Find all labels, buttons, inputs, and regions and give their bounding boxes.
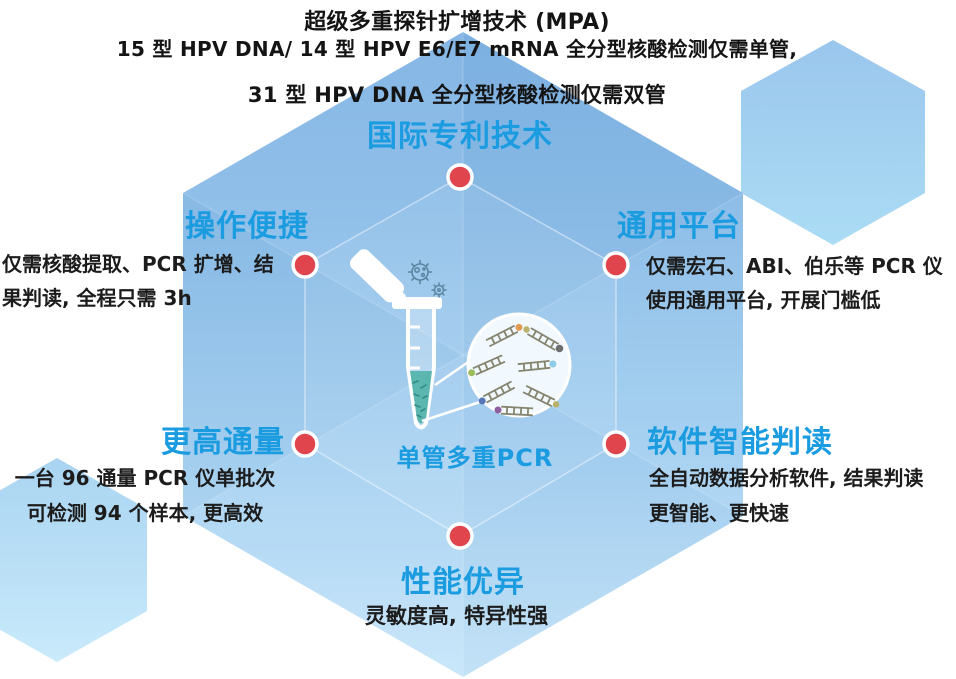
liquid-specks — [412, 380, 428, 418]
feature-body-line: 一台 96 通量 PCR 仪单批次 — [14, 466, 276, 490]
decor-hexagon-left — [0, 458, 147, 662]
feature-body-throughput: 一台 96 通量 PCR 仪单批次 可检测 94 个样本, 更高效 — [0, 461, 298, 531]
virus-icon — [407, 259, 433, 285]
dna-fragment-icon — [523, 326, 564, 353]
dna-fragment-icon — [522, 385, 560, 408]
feature-body-line: 更智能、更快速 — [649, 501, 789, 525]
main-hexagon — [182, 32, 744, 677]
feature-body-line: 可检测 94 个样本, 更高效 — [26, 501, 264, 525]
header-line-3: 31 型 HPV DNA 全分型核酸检测仅需双管 — [247, 83, 667, 107]
graduation-ticks — [409, 325, 420, 370]
feature-body-line: 使用通用平台, 开展门槛低 — [646, 288, 881, 312]
red-dot-marker — [602, 251, 630, 279]
red-dot-marker — [291, 430, 319, 458]
red-dot-marker — [446, 522, 474, 550]
header-line-1: 超级多重探针扩增技术 (MPA) — [304, 10, 610, 35]
dna-fragment-icon — [494, 405, 534, 417]
dna-fragment-icon — [485, 323, 523, 348]
feature-body-line: 仅需核酸提取、PCR 扩增、结 — [2, 252, 274, 276]
feature-body-software: 全自动数据分析软件, 结果判读 更智能、更快速 — [649, 461, 956, 531]
dna-fragment-icon — [468, 354, 506, 377]
feature-title-operation: 操作便捷 — [185, 209, 309, 244]
feature-body-line: 仅需宏石、ABI、伯乐等 PCR 仪 — [646, 254, 943, 278]
dna-fragment-icon — [517, 359, 557, 373]
center-tube-label: 单管多重PCR — [396, 444, 554, 472]
gear-icon — [431, 282, 447, 298]
decor-hexagon-top-right — [741, 40, 925, 245]
feature-title-patent: 国际专利技术 — [367, 119, 553, 154]
feature-body-line: 全自动数据分析软件, 结果判读 — [649, 466, 924, 490]
feature-title-platform: 通用平台 — [617, 209, 741, 244]
pcr-tube-icon — [349, 249, 572, 430]
feature-body-performance: 灵敏度高, 特异性强 — [364, 604, 549, 628]
red-dot-marker — [446, 163, 474, 191]
tube-liquid — [410, 371, 432, 424]
feature-title-throughput: 更高通量 — [161, 425, 285, 460]
red-dot-marker — [291, 251, 319, 279]
dna-fragment-icon — [478, 380, 516, 405]
feature-title-performance: 性能优异 — [401, 565, 525, 600]
feature-body-operation: 仅需核酸提取、PCR 扩增、结 果判读, 全程只需 3h — [2, 247, 322, 315]
red-dot-marker — [602, 430, 630, 458]
header-line-2: 15 型 HPV DNA/ 14 型 HPV E6/E7 mRNA 全分型核酸检… — [116, 37, 798, 61]
feature-body-line: 果判读, 全程只需 3h — [2, 286, 192, 310]
feature-body-platform: 仅需宏石、ABI、伯乐等 PCR 仪 使用通用平台, 开展门槛低 — [646, 249, 956, 317]
feature-title-software: 软件智能判读 — [647, 425, 833, 460]
magnifier-circle-icon — [466, 312, 572, 418]
